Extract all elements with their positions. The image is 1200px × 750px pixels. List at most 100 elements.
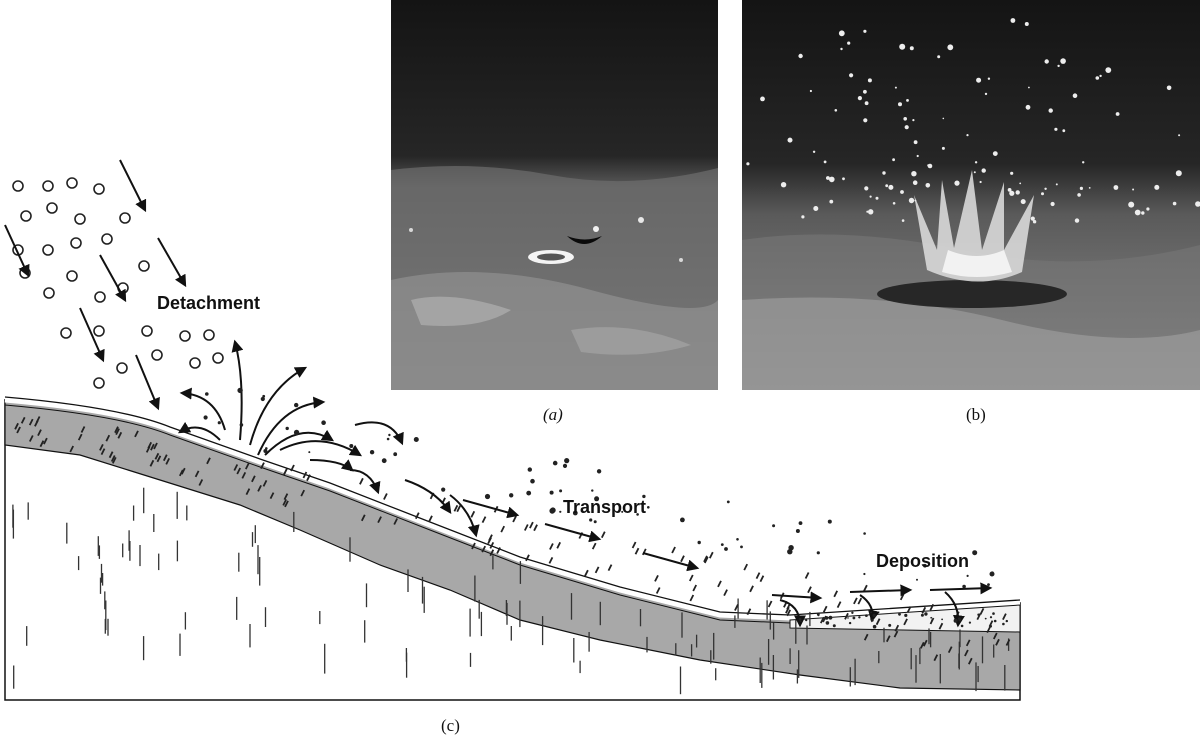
soil-particle [369,450,375,455]
topsoil-mark [99,443,104,451]
deposited-particle [824,616,829,620]
deposited-particle [989,616,993,619]
raindrop [138,260,150,272]
topsoil-mark [688,574,694,582]
soil-particle [294,402,299,408]
topsoil-mark [938,622,944,630]
soil-particle [827,519,832,524]
deposited-particle [924,612,928,616]
splash-droplet [979,180,982,184]
splash-droplet [942,117,945,120]
splash-droplet [812,150,816,153]
raindrop [141,325,153,337]
detachment-arrow [231,339,244,441]
soil-particle [559,489,563,493]
splash-droplet [914,199,917,202]
topsoil-mark [115,428,120,436]
soil-particle [589,518,593,522]
topsoil-mark [300,489,306,497]
topsoil-mark [481,516,487,524]
splash-droplet [1077,193,1081,197]
topsoil-mark [470,510,476,518]
topsoil-mark [967,657,973,665]
soil-particle [530,478,535,484]
topsoil-mark [302,471,308,479]
soil-particle [991,571,994,574]
deposited-particle [993,619,997,623]
splash-droplet [1088,187,1091,189]
deposited-particle [872,613,876,618]
raindrop [12,180,24,192]
splash-droplet [1028,86,1030,89]
topsoil-mark [906,606,912,613]
soil-particle [552,460,558,466]
raindrop [60,327,72,339]
splash-droplet [1010,18,1016,23]
soil-particle [591,489,594,492]
topsoil-mark [899,593,905,601]
deposited-particle [989,624,992,628]
deposition-arrow [859,594,880,623]
raindrop [179,330,191,342]
topsoil-mark [100,448,106,456]
detachment-arrow [404,479,452,514]
topsoil-mark [283,468,288,476]
splash-droplet [1048,108,1053,113]
topsoil-mark [500,525,506,533]
transport-arrow [642,552,700,572]
transport-arrow [849,584,913,597]
topsoil-mark [377,516,382,524]
detachment-arrow [354,421,404,446]
topsoil-mark [746,608,752,616]
raindrop [42,180,54,192]
splash-droplet [826,176,830,180]
splash-droplet [1041,192,1044,196]
topsoil-mark [149,459,155,467]
splash-droplet [813,206,819,211]
splash-droplet [857,96,862,101]
topsoil-mark [743,563,749,571]
topsoil-mark [533,524,538,532]
soil-particle [736,538,739,541]
topsoil-mark [262,479,268,487]
soil-particle [203,415,208,420]
topsoil-mark [594,566,600,574]
deposited-particle [817,614,820,617]
deposited-particle [848,621,852,625]
topsoil-mark [755,572,761,580]
deposited-particle [825,621,830,625]
splash-droplet [809,89,812,93]
splash-droplet [780,182,787,188]
topsoil-mark [992,632,998,640]
soil-particle [549,508,555,514]
splash-droplet [1117,113,1120,116]
topsoil-mark [734,604,739,611]
splash-droplet [941,146,945,150]
topsoil-mark [692,584,698,592]
splash-droplet [842,177,845,181]
splash-droplet [909,46,914,51]
deposited-particle [888,623,892,627]
splash-droplet [864,101,869,106]
raindrop [66,270,78,282]
topsoil-mark [383,493,388,500]
raindrop [116,362,128,374]
soil-particle [321,420,326,426]
topsoil-mark [35,416,41,423]
topsoil-mark [786,609,792,617]
topsoil-mark [110,455,116,462]
raindrop [93,325,105,337]
topsoil-mark [284,500,289,508]
splash-droplet [864,186,869,191]
topsoil-mark [819,616,825,624]
soil-particle [923,563,927,568]
topsoil-mark [37,429,42,437]
topsoil-mark [489,541,495,549]
topsoil-mark [703,556,709,564]
splash-droplet [987,77,991,80]
splash-droplet [1079,186,1083,190]
topsoil-mark [241,471,247,479]
deposited-particle [953,618,958,623]
